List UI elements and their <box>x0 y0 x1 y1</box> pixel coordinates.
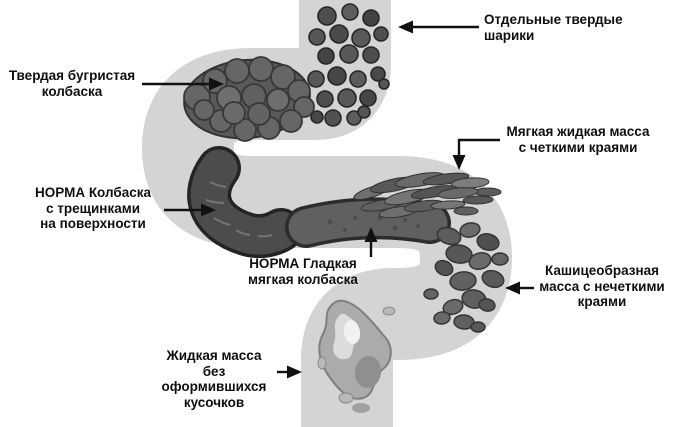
arrow-soft-mass <box>452 138 500 170</box>
arrow-mushy-mass <box>505 281 534 295</box>
label-hard-balls: Отдельные твердые шарики <box>484 12 623 43</box>
sausage-cracks <box>205 181 273 238</box>
annotation-arrows <box>142 20 534 379</box>
label-mushy-mass: Кашицеобразная масса с нечеткими краями <box>539 263 665 309</box>
label-lumpy-sausage: Твердая бугристая колбаска <box>8 68 136 99</box>
arrow-smooth-sausage <box>364 227 378 257</box>
stool-cracked-sausage <box>187 146 303 259</box>
stool-mushy-mass <box>423 222 509 333</box>
stool-hard-balls <box>307 3 390 127</box>
label-soft-mass: Мягкая жидкая масса с четкими краями <box>506 124 650 155</box>
label-liquid-mass: Жидкая масса без оформившихся кусочков <box>161 348 267 410</box>
stool-smooth-sausage <box>285 197 451 248</box>
label-norm-smooth-sausage: НОРМА Гладкая мягкая колбаска <box>248 256 358 287</box>
stool-liquid-mass <box>317 299 396 413</box>
stool-lumpy-sausage <box>183 56 315 142</box>
label-norm-cracked-sausage: НОРМА Колбаска с трещинками на поверхнос… <box>35 185 151 231</box>
arrow-lumpy-sausage <box>142 77 224 91</box>
arrow-hard-balls <box>398 20 479 34</box>
arrow-liquid-mass <box>277 365 302 379</box>
sausage-speckles <box>327 215 420 232</box>
stool-soft-mass <box>353 172 502 219</box>
arrow-cracked-sausage <box>164 203 216 217</box>
